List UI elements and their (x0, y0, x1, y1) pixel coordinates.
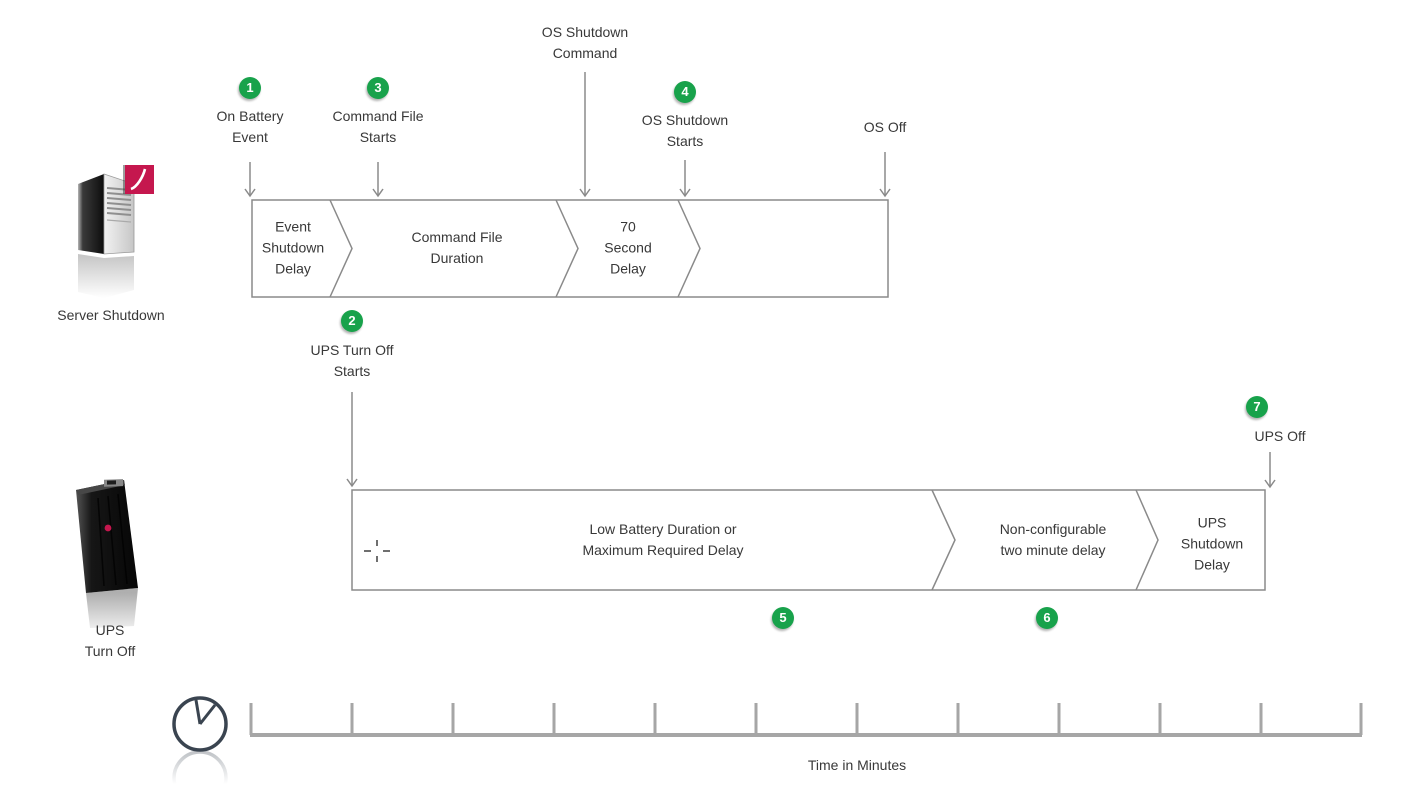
time-axis-label: Time in Minutes (807, 757, 907, 773)
server-timeline-bar (251, 199, 889, 298)
marker-label-os-off: OS Off (863, 119, 907, 135)
server-icon-caption: Server Shutdown (57, 307, 165, 323)
segment-label-two-minute-delay: Non-configurable two minute delay (999, 521, 1107, 558)
ups-icon (76, 479, 138, 628)
crosshair-cursor-icon (364, 540, 390, 562)
ups-icon-caption: UPS Turn Off (84, 622, 136, 659)
step-badge-5: 5 (772, 607, 794, 629)
ups-timeline-bar (351, 489, 1266, 591)
step-badge-4: 4 (674, 81, 696, 103)
event-arrows (244, 72, 1276, 489)
marker-label-on-battery-event: On Battery Event (216, 108, 284, 145)
segment-label-event-shutdown-delay: Event Shutdown Delay (261, 218, 325, 277)
marker-label-os-shutdown-starts: OS Shutdown Starts (641, 112, 729, 149)
logo-badge-icon (123, 165, 154, 194)
time-axis (249, 703, 1363, 737)
segment-label-command-file-duration: Command File Duration (411, 229, 503, 266)
marker-label-command-file-starts: Command File Starts (332, 108, 424, 145)
clock-icon (172, 696, 228, 787)
ups-logo-dot-icon (104, 524, 112, 532)
server-icon (78, 165, 154, 298)
step-badge-6: 6 (1036, 607, 1058, 629)
segment-label-ups-shutdown-delay: UPS Shutdown Delay (1180, 514, 1244, 573)
step-badge-1: 1 (239, 77, 261, 99)
marker-label-ups-turn-off-starts: UPS Turn Off Starts (310, 342, 394, 379)
step-badge-7: 7 (1246, 396, 1268, 418)
segment-label-low-battery-duration: Low Battery Duration or Maximum Required… (582, 521, 744, 558)
marker-label-os-shutdown-command: OS Shutdown Command (541, 24, 629, 61)
step-badge-3: 3 (367, 77, 389, 99)
segment-label-70-second-delay: 70 Second Delay (604, 218, 652, 277)
marker-label-ups-off: UPS Off (1254, 428, 1306, 444)
step-badge-2: 2 (341, 310, 363, 332)
